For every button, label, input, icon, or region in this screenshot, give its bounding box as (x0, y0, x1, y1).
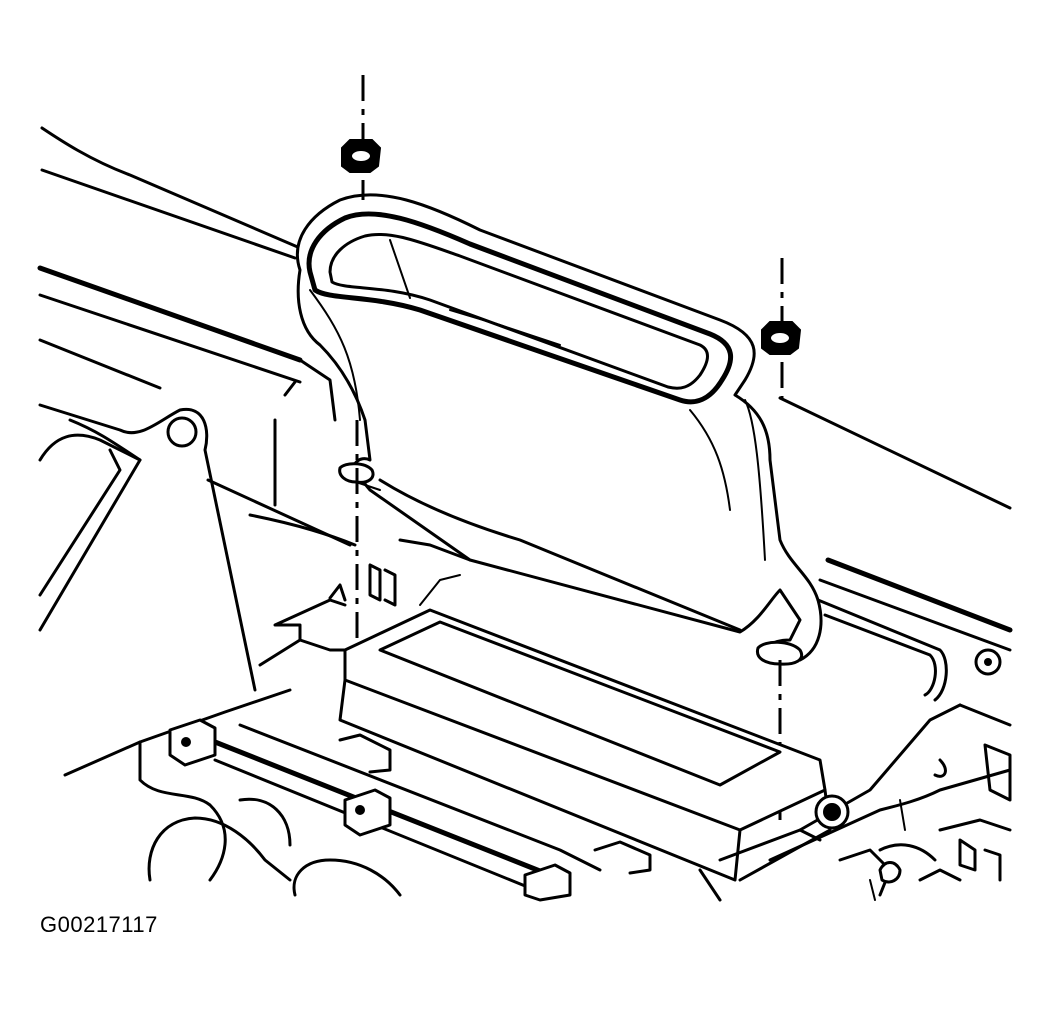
left-bracket (38, 403, 257, 692)
lower-housing (63, 688, 822, 902)
blower-assembly (768, 703, 1012, 901)
figure-code: G00217117 (40, 912, 158, 937)
dash-panel (37, 126, 1013, 652)
fastener-left (341, 75, 382, 660)
air-duct (295, 193, 823, 666)
right-panel (816, 598, 1012, 802)
